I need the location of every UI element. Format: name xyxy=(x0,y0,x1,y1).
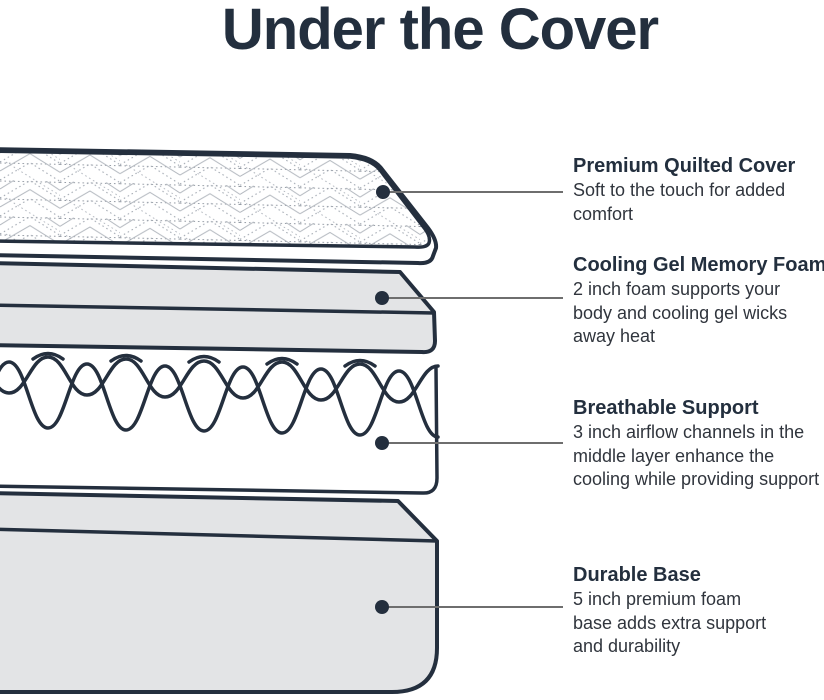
breathable-support-body xyxy=(0,426,437,493)
label-description: 3 inch airflow channels in the middle la… xyxy=(573,422,820,489)
label-heading: Durable Base xyxy=(573,564,701,586)
memory-foam-layer xyxy=(0,261,437,355)
callout-dot-cover xyxy=(376,185,390,199)
label-heading: Breathable Support xyxy=(573,397,759,419)
page-title: Under the Cover xyxy=(221,0,659,62)
label-durable-base: Durable Base 5 inch premium foam base ad… xyxy=(573,562,824,659)
label-cooling-gel-memory-foam: Cooling Gel Memory Foam 2 inch foam supp… xyxy=(573,252,824,349)
label-description: 2 inch foam supports your body and cooli… xyxy=(573,279,788,346)
callout-connectors xyxy=(375,185,563,614)
label-heading: Premium Quilted Cover xyxy=(573,155,796,177)
airflow-back-wave xyxy=(0,355,440,404)
breathable-support-layer xyxy=(0,351,440,495)
memory-foam-edge-line xyxy=(0,303,436,315)
callout-dot-foam xyxy=(375,291,389,305)
label-description: Soft to the touch for added comfort xyxy=(573,180,786,224)
label-heading: Cooling Gel Memory Foam xyxy=(573,254,824,276)
durable-base-layer xyxy=(0,491,439,694)
airflow-front-wave xyxy=(0,360,440,439)
airflow-back-peek-arcs xyxy=(31,351,377,368)
quilted-cover-layer xyxy=(0,147,439,266)
callout-dot-base xyxy=(375,600,389,614)
durable-base-body xyxy=(0,491,439,694)
label-description: 5 inch premium foam base adds extra supp… xyxy=(573,589,767,656)
label-premium-quilted-cover: Premium Quilted Cover Soft to the touch … xyxy=(573,153,824,226)
callout-dot-support xyxy=(375,436,389,450)
quilted-cover-top-surface xyxy=(0,149,432,249)
breathable-support-edge xyxy=(0,366,439,495)
label-breathable-support: Breathable Support 3 inch airflow channe… xyxy=(573,395,824,492)
durable-base-edge-line xyxy=(0,527,439,543)
